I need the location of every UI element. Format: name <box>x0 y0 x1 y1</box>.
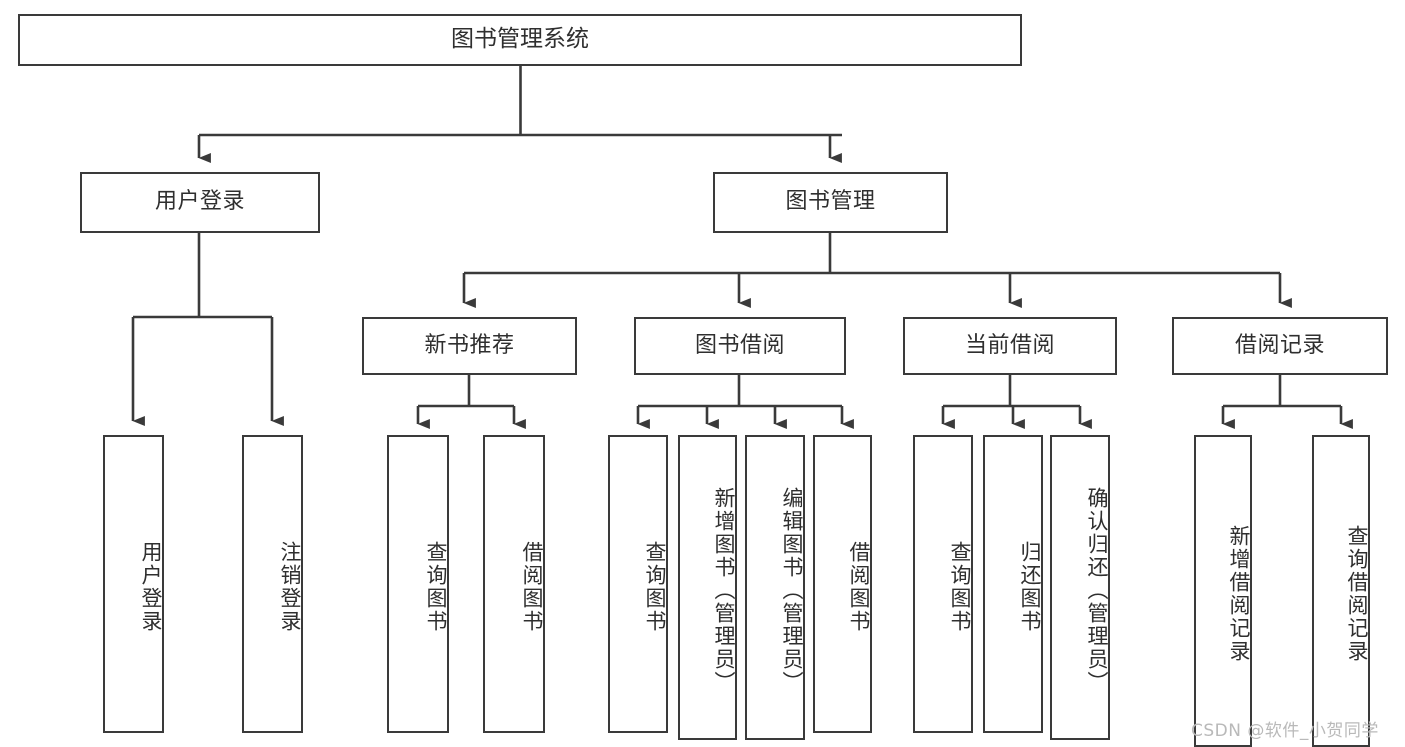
csdn-watermark: CSDN @软件_小贺同学 <box>1191 721 1379 741</box>
node-label: 查询图书 <box>424 541 448 633</box>
node-label: 图书借阅 <box>694 332 785 358</box>
node-borrowing-records[interactable]: 借阅记录 <box>1172 317 1388 375</box>
leaf-query-book-borrowing[interactable]: 查询图书 <box>608 435 668 733</box>
node-root-book-management-system[interactable]: 图书管理系统 <box>18 14 1022 66</box>
node-user-login[interactable]: 用户登录 <box>80 172 320 233</box>
node-label: 查询图书 <box>643 541 667 633</box>
node-label: 用户登录 <box>139 541 163 633</box>
node-label: 查询图书 <box>948 541 972 633</box>
node-label: 当前借阅 <box>964 332 1055 358</box>
node-label: 新增借阅记录 <box>1227 525 1251 663</box>
node-label: 注销登录 <box>278 541 302 633</box>
node-label: 借阅记录 <box>1234 332 1325 358</box>
leaf-query-book-recommendation[interactable]: 查询图书 <box>387 435 449 733</box>
leaf-edit-book-admin[interactable]: 编辑图书（管理员） <box>745 435 805 740</box>
node-label: 借阅图书 <box>520 541 544 633</box>
node-label: 新书推荐 <box>424 332 515 358</box>
leaf-user-login[interactable]: 用户登录 <box>103 435 164 733</box>
node-new-book-recommendation[interactable]: 新书推荐 <box>362 317 577 375</box>
leaf-add-borrowing-record[interactable]: 新增借阅记录 <box>1194 435 1252 747</box>
node-label: 归还图书 <box>1018 541 1042 633</box>
leaf-logout-login[interactable]: 注销登录 <box>242 435 303 733</box>
leaf-confirm-return-admin[interactable]: 确认归还（管理员） <box>1050 435 1110 740</box>
node-label: 借阅图书 <box>847 541 871 633</box>
leaf-borrow-book-borrowing[interactable]: 借阅图书 <box>813 435 872 733</box>
node-label: 查询借阅记录 <box>1345 525 1369 663</box>
node-label: 新增图书（管理员） <box>712 487 736 694</box>
node-label: 编辑图书（管理员） <box>780 487 804 694</box>
node-label: 用户登录 <box>154 189 245 215</box>
node-label: 图书管理系统 <box>451 26 589 53</box>
node-label: 图书管理 <box>785 189 876 215</box>
node-book-borrowing[interactable]: 图书借阅 <box>634 317 846 375</box>
leaf-borrow-book-recommendation[interactable]: 借阅图书 <box>483 435 545 733</box>
leaf-query-borrowing-record[interactable]: 查询借阅记录 <box>1312 435 1370 747</box>
leaf-return-book[interactable]: 归还图书 <box>983 435 1043 733</box>
leaf-query-book-current[interactable]: 查询图书 <box>913 435 973 733</box>
leaf-add-book-admin[interactable]: 新增图书（管理员） <box>678 435 737 740</box>
node-current-borrowing[interactable]: 当前借阅 <box>903 317 1117 375</box>
node-book-management[interactable]: 图书管理 <box>713 172 948 233</box>
node-label: 确认归还（管理员） <box>1085 487 1109 694</box>
